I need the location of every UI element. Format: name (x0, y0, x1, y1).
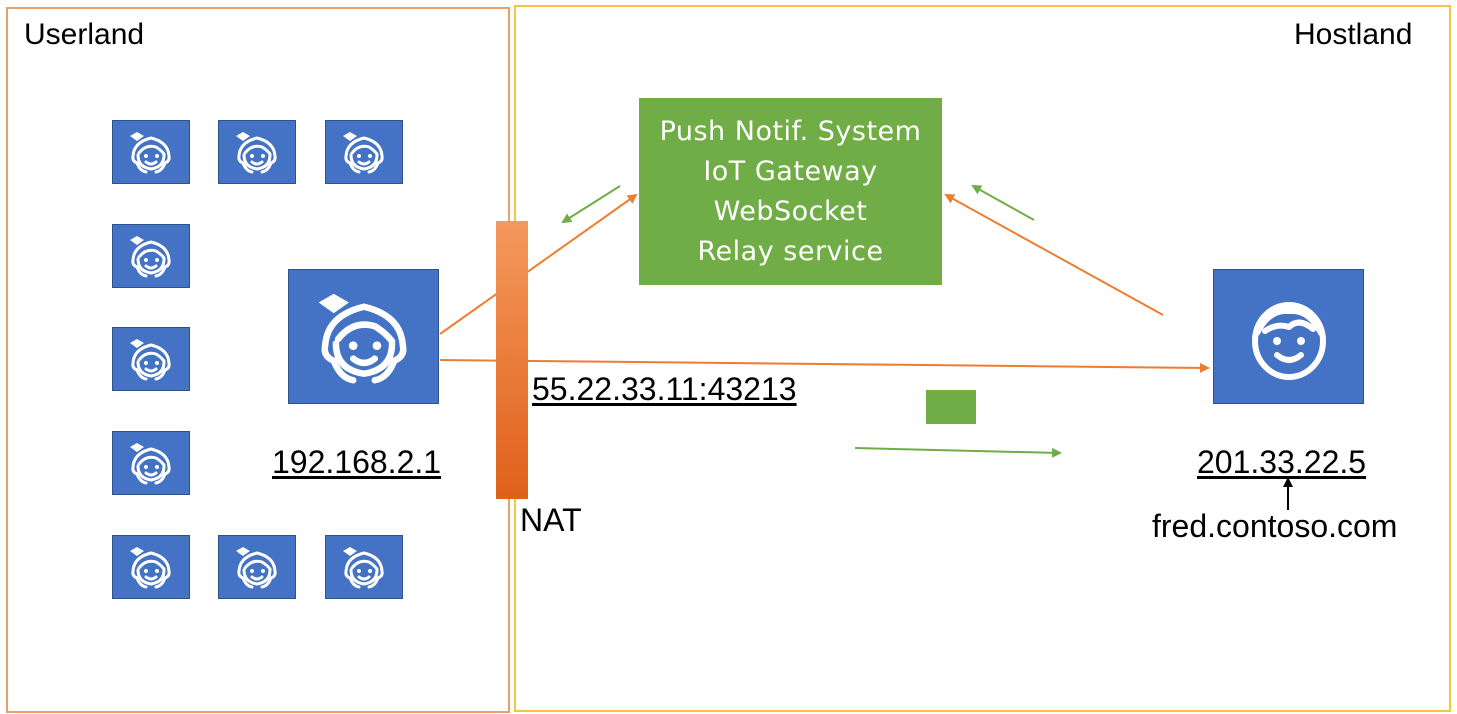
service-to-client-arrow (561, 185, 621, 224)
user-tile (112, 535, 190, 599)
user-tile (112, 327, 190, 391)
userland-label: Userland (24, 18, 145, 51)
client-tile (288, 269, 439, 404)
service-response-arrow (971, 185, 1035, 221)
relay-service-box: Push Notif. System IoT Gateway WebSocket… (639, 98, 942, 285)
host-tile (1213, 269, 1364, 404)
nat-firewall (496, 221, 528, 499)
user-tile (325, 535, 403, 599)
user-tile (112, 224, 190, 288)
packet-direction-arrow (854, 447, 1062, 458)
user-tile (218, 120, 296, 184)
service-line: Push Notif. System (659, 115, 922, 147)
client-to-host-arrow (439, 359, 1210, 373)
nat-ip-label: 55.22.33.11:43213 (532, 371, 797, 407)
client-ip-label: 192.168.2.1 (272, 444, 442, 480)
service-line: WebSocket (713, 195, 868, 227)
data-packet (926, 390, 976, 424)
nat-label: NAT (520, 502, 582, 538)
service-line: Relay service (697, 235, 884, 267)
service-line: IoT Gateway (703, 155, 878, 187)
user-tile (325, 120, 403, 184)
hostland-label: Hostland (1294, 18, 1413, 51)
host-ip-label: 201.33.22.5 (1197, 444, 1367, 480)
client-to-service-arrow (439, 193, 638, 335)
user-tile (218, 535, 296, 599)
user-tile (112, 120, 190, 184)
host-to-service-arrow (944, 194, 1164, 316)
host-name-label: fred.contoso.com (1152, 508, 1398, 544)
user-tile (112, 431, 190, 495)
